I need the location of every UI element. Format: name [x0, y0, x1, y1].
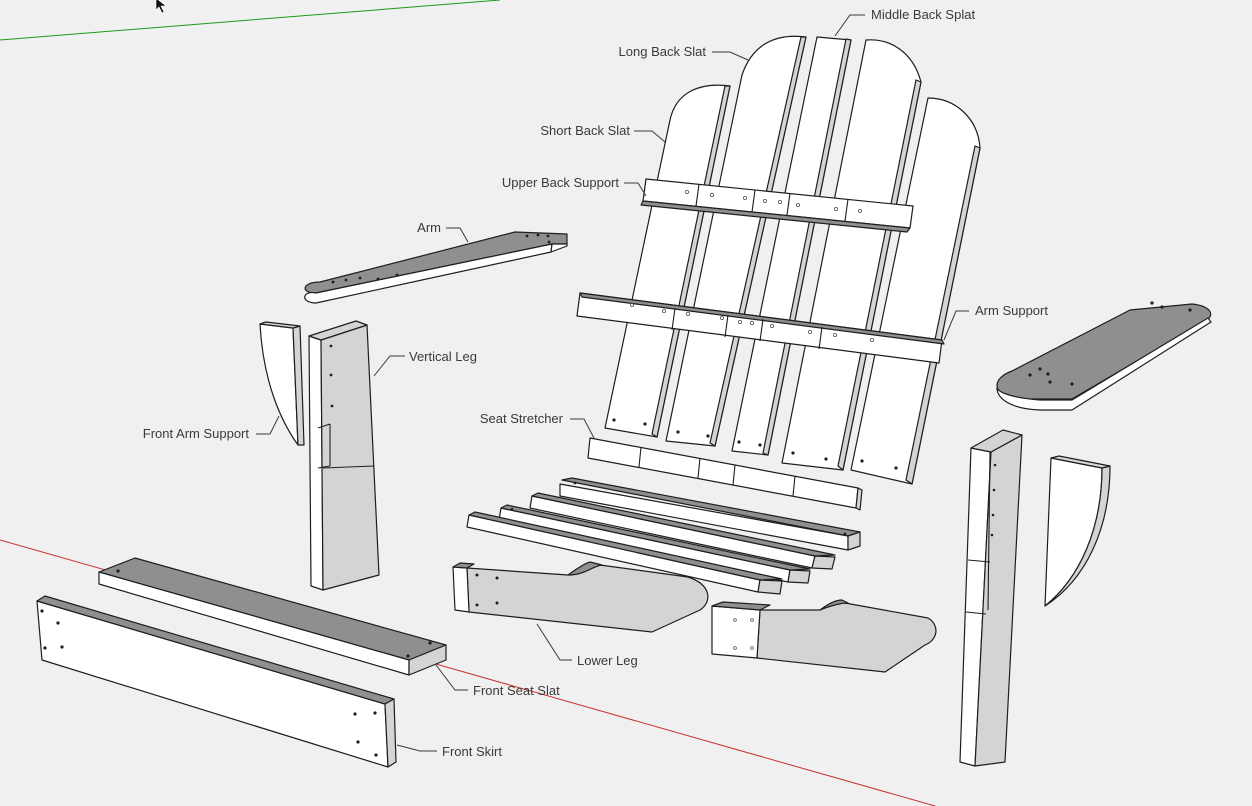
label-front-arm-support: Front Arm Support [143, 426, 250, 441]
label-front-skirt: Front Skirt [442, 744, 502, 759]
front-arm-support-right [1044, 455, 1111, 607]
vertical-leg-right [959, 429, 1023, 767]
label-short-back-slat: Short Back Slat [540, 123, 630, 138]
label-upper-back-support: Upper Back Support [502, 175, 619, 190]
label-arm-support: Arm Support [975, 303, 1048, 318]
label-middle-back-splat: Middle Back Splat [871, 7, 975, 22]
front-arm-support-left [259, 321, 305, 446]
upper-back-support [640, 178, 914, 233]
left-arm [304, 231, 568, 304]
arm-support [576, 292, 945, 364]
back-slat-short-right [850, 97, 981, 485]
vertical-leg-left [308, 320, 380, 591]
leader-lines [256, 14, 969, 752]
label-lower-leg: Lower Leg [577, 653, 638, 668]
seat-slat-1 [559, 477, 861, 551]
seat-slat-2 [529, 492, 836, 570]
seat-stretcher [587, 437, 863, 511]
front-seat-slat [98, 557, 447, 676]
seat-slat-3 [498, 504, 811, 584]
lower-leg-left [452, 561, 709, 633]
label-vertical-leg: Vertical Leg [409, 349, 477, 364]
green-axis-line [0, 0, 501, 41]
label-seat-stretcher: Seat Stretcher [480, 411, 564, 426]
label-arm: Arm [417, 220, 441, 235]
right-arm [996, 301, 1212, 411]
seat-slat-4 [466, 511, 783, 595]
lower-leg-right [711, 599, 937, 673]
label-long-back-slat: Long Back Slat [619, 44, 707, 59]
label-front-seat-slat: Front Seat Slat [473, 683, 560, 698]
mouse-pointer-icon [155, 0, 167, 14]
middle-back-splat [731, 36, 852, 456]
front-skirt [36, 595, 397, 768]
back-slat-long-left [665, 35, 807, 447]
